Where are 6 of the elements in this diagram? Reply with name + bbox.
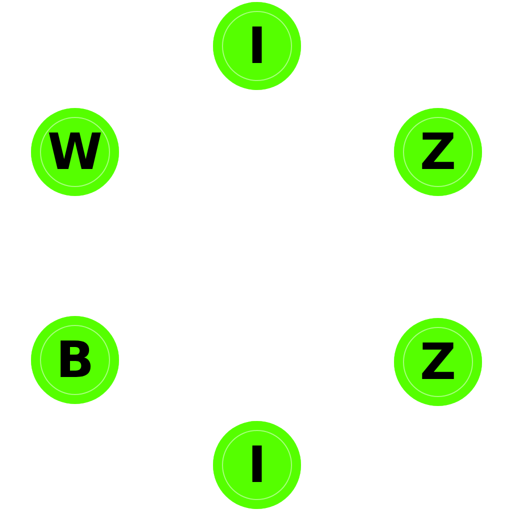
letter: W bbox=[47, 127, 103, 177]
letter: Z bbox=[420, 127, 456, 177]
letter: Z bbox=[420, 337, 456, 387]
letter: B bbox=[56, 335, 94, 385]
letter: I bbox=[248, 21, 266, 71]
letter: I bbox=[248, 440, 266, 490]
